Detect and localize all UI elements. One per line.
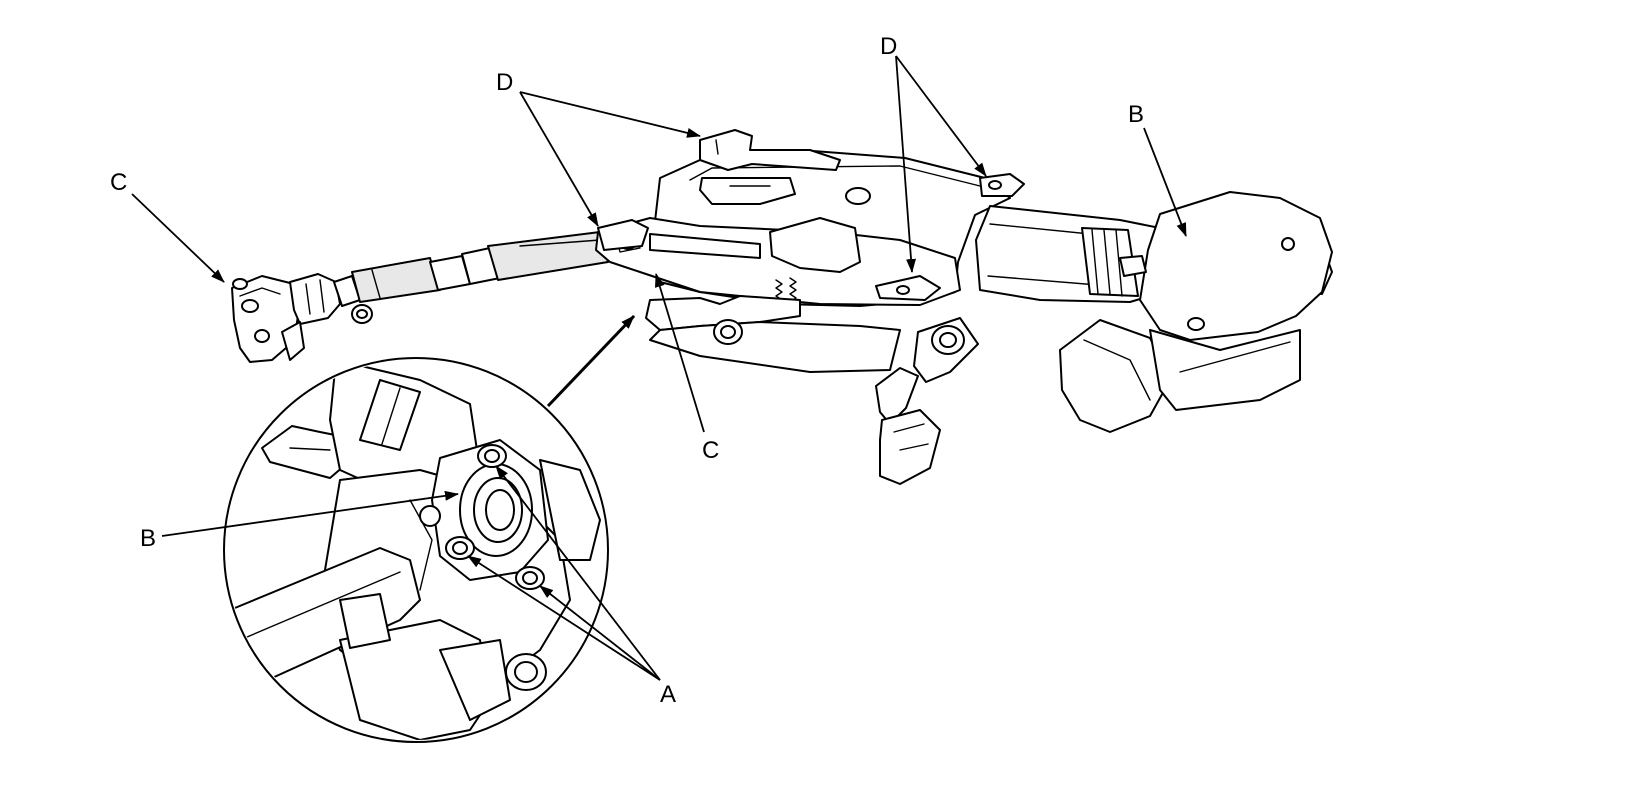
callout-a-inset: A <box>660 681 676 708</box>
callout-c-center: C <box>702 437 719 464</box>
callout-c-left: C <box>110 169 127 196</box>
intermediate-shaft <box>333 231 609 324</box>
lower-universal-joint <box>231 273 341 363</box>
column-tube <box>975 191 1333 433</box>
leader-lines <box>131 55 1187 681</box>
detail-view-inset <box>223 357 609 743</box>
callout-d-top-left: D <box>496 69 513 96</box>
callout-b-right: B <box>1128 101 1144 128</box>
tilt-bracket <box>595 129 1025 307</box>
mount-and-lever <box>645 295 979 485</box>
detail-pointer-arrow <box>546 314 636 408</box>
bracket-tab-left <box>597 219 649 251</box>
steering-column-assembly <box>231 129 1333 485</box>
callout-b-inset: B <box>140 525 156 552</box>
callout-d-top-right: D <box>880 33 897 60</box>
